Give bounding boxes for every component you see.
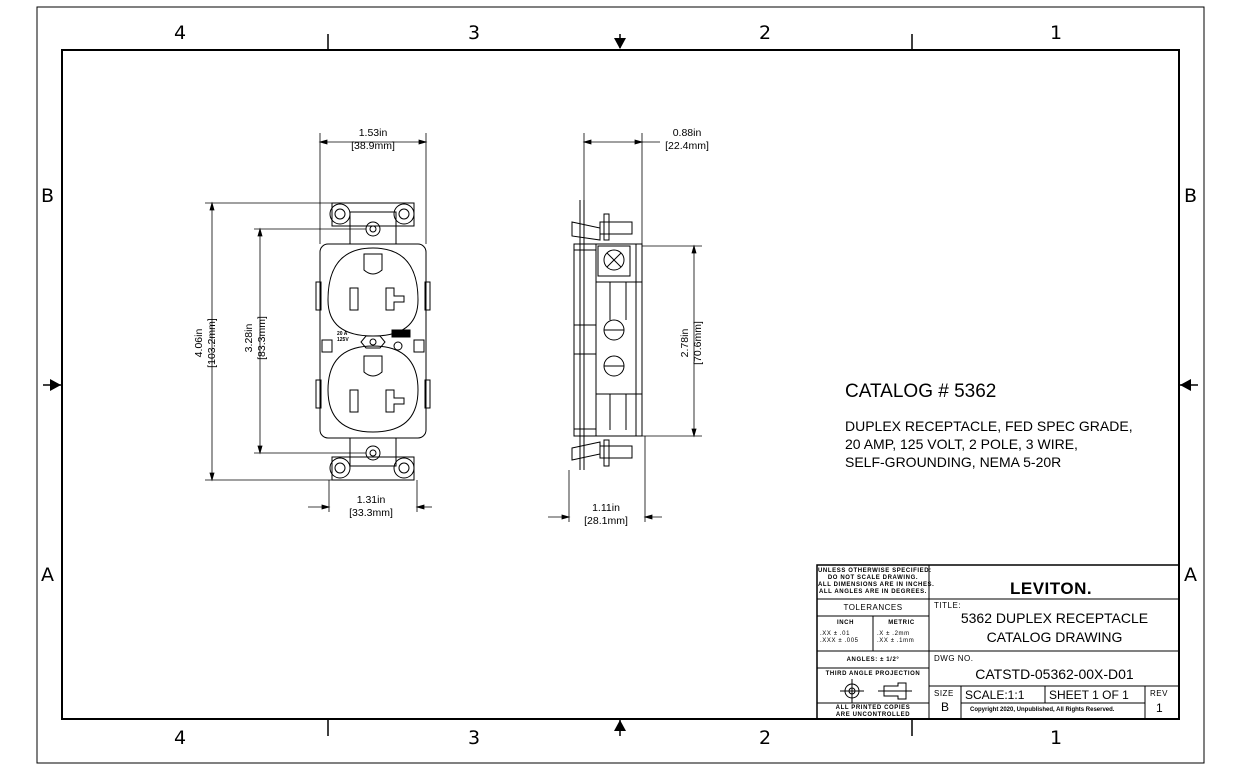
tb-angles: ANGLES: ± 1/2° bbox=[846, 657, 900, 663]
zone-col-top-1: 1 bbox=[1050, 22, 1063, 44]
tb-note-4: ALL ANGLES ARE IN DEGREES. bbox=[818, 589, 928, 595]
side-bottom-metric: [28.1mm] bbox=[584, 515, 628, 527]
zone-row-right-a: A bbox=[1184, 564, 1197, 586]
tb-sheet: SHEET 1 OF 1 bbox=[1049, 688, 1129, 702]
front-inner-label: 3.28in bbox=[243, 323, 255, 353]
title-block-grid bbox=[816, 564, 1180, 720]
leviton-logo: LEVITON. bbox=[1010, 579, 1093, 598]
zone-col-bottom-1: 1 bbox=[1050, 727, 1063, 749]
tb-inch-tol-1: .XX ± .01 bbox=[820, 631, 851, 637]
centering-arrows bbox=[43, 34, 1198, 736]
front-bottom-label: 1.31in bbox=[356, 494, 386, 506]
front-rating-amp: 20 A bbox=[337, 331, 348, 337]
side-height-dimension: 2.78in [70.6mm] bbox=[679, 303, 705, 383]
zone-col-top-4: 4 bbox=[174, 22, 187, 44]
catalog-desc-line-1: DUPLEX RECEPTACLE, FED SPEC GRADE, bbox=[845, 418, 1133, 434]
tb-copyright: Copyright 2020, Unpublished, All Rights … bbox=[970, 707, 1115, 713]
zone-row-left-a: A bbox=[41, 564, 54, 586]
front-height-dimension: 4.06in [103.2mm] bbox=[193, 303, 219, 383]
front-inner-metric: [83.3mm] bbox=[256, 316, 268, 360]
tb-metric-tol-1: .X ± .2mm bbox=[877, 631, 910, 637]
tb-note-3: ALL DIMENSIONS ARE IN INCHES. bbox=[818, 582, 935, 588]
front-view-dimensions bbox=[205, 133, 432, 512]
zone-row-left-b: B bbox=[41, 185, 55, 207]
side-height-label: 2.78in bbox=[679, 328, 691, 358]
tb-print-note-1: ALL PRINTED COPIES bbox=[835, 705, 911, 711]
tb-note-2: DO NOT SCALE DRAWING. bbox=[827, 575, 919, 581]
side-height-metric: [70.6mm] bbox=[692, 321, 704, 365]
tb-title-label: TITLE: bbox=[934, 601, 962, 610]
tb-size-label: SIZE bbox=[934, 689, 954, 698]
outer-frame bbox=[36, 6, 1205, 764]
front-inner-dimension: 3.28in [83.3mm] bbox=[243, 298, 269, 378]
tb-drawing-title: 5362 DUPLEX RECEPTACLE CATALOG DRAWING bbox=[930, 609, 1179, 647]
tb-dwg-label: DWG NO. bbox=[934, 654, 974, 663]
zone-col-bottom-3: 3 bbox=[468, 727, 481, 749]
zone-col-top-2: 2 bbox=[759, 22, 772, 44]
front-rating-volt: 125V bbox=[337, 337, 349, 343]
tb-title-line-1: 5362 DUPLEX RECEPTACLE bbox=[960, 610, 1149, 626]
tb-general-notes: UNLESS OTHERWISE SPECIFIED: DO NOT SCALE… bbox=[818, 568, 935, 596]
zone-ticks bbox=[327, 34, 913, 736]
tb-drawing-number: CATSTD-05362-00X-D01 bbox=[975, 666, 1134, 682]
tb-rev: 1 bbox=[1156, 701, 1163, 715]
tb-print-note: ALL PRINTED COPIES ARE UNCONTROLLED bbox=[818, 705, 928, 719]
side-depth-dimension: 0.88in [22.4mm] bbox=[657, 127, 717, 153]
front-width-label: 1.53in bbox=[358, 127, 388, 139]
catalog-title: CATALOG # 5362 bbox=[845, 381, 997, 402]
tb-size: B bbox=[941, 700, 950, 714]
zone-col-top-3: 3 bbox=[468, 22, 481, 44]
zone-col-bottom-2: 2 bbox=[759, 727, 772, 749]
front-width-metric: [38.9mm] bbox=[351, 140, 395, 152]
front-height-metric: [103.2mm] bbox=[206, 318, 218, 368]
tb-scale: SCALE:1:1 bbox=[965, 688, 1025, 702]
tb-inch-tol-2: .XXX ± .005 bbox=[820, 638, 859, 644]
side-view-dimensions bbox=[548, 133, 702, 522]
tb-title-line-2: CATALOG DRAWING bbox=[986, 629, 1123, 645]
tb-print-note-2: ARE UNCONTROLLED bbox=[835, 712, 911, 718]
front-bottom-metric: [33.3mm] bbox=[349, 507, 393, 519]
side-view bbox=[571, 200, 643, 470]
catalog-desc-line-3: SELF-GROUNDING, NEMA 5-20R bbox=[845, 454, 1062, 470]
side-bottom-dimension: 1.11in [28.1mm] bbox=[575, 502, 637, 528]
tb-inch-tolerances: .XX ± .01 .XXX ± .005 bbox=[820, 631, 859, 645]
zone-col-bottom-4: 4 bbox=[174, 727, 187, 749]
front-height-label: 4.06in bbox=[193, 328, 205, 358]
front-bottom-dimension: 1.31in [33.3mm] bbox=[340, 494, 402, 520]
zone-row-right-b: B bbox=[1184, 185, 1198, 207]
front-view bbox=[315, 202, 431, 481]
side-bottom-label: 1.11in bbox=[592, 502, 620, 514]
tb-inch-header: INCH bbox=[836, 620, 855, 626]
front-rating-mark: 20 A 125V bbox=[337, 331, 349, 343]
tb-metric-header: METRIC bbox=[888, 620, 915, 626]
tb-metric-tolerances: .X ± .2mm .XX ± .1mm bbox=[877, 631, 914, 645]
tb-metric-tol-2: .XX ± .1mm bbox=[877, 638, 915, 644]
inner-frame bbox=[61, 49, 1180, 720]
catalog-description: DUPLEX RECEPTACLE, FED SPEC GRADE, 20 AM… bbox=[845, 417, 1175, 471]
tb-tolerances: TOLERANCES bbox=[843, 603, 903, 612]
tb-rev-label: REV bbox=[1150, 689, 1168, 698]
catalog-desc-line-2: 20 AMP, 125 VOLT, 2 POLE, 3 WIRE, bbox=[845, 436, 1078, 452]
tb-note-1: UNLESS OTHERWISE SPECIFIED: bbox=[818, 568, 932, 574]
side-depth-metric: [22.4mm] bbox=[665, 140, 709, 152]
front-width-dimension: 1.53in [38.9mm] bbox=[343, 127, 403, 153]
tb-projection: THIRD ANGLE PROJECTION bbox=[825, 671, 921, 677]
side-depth-label: 0.88in bbox=[672, 127, 702, 139]
